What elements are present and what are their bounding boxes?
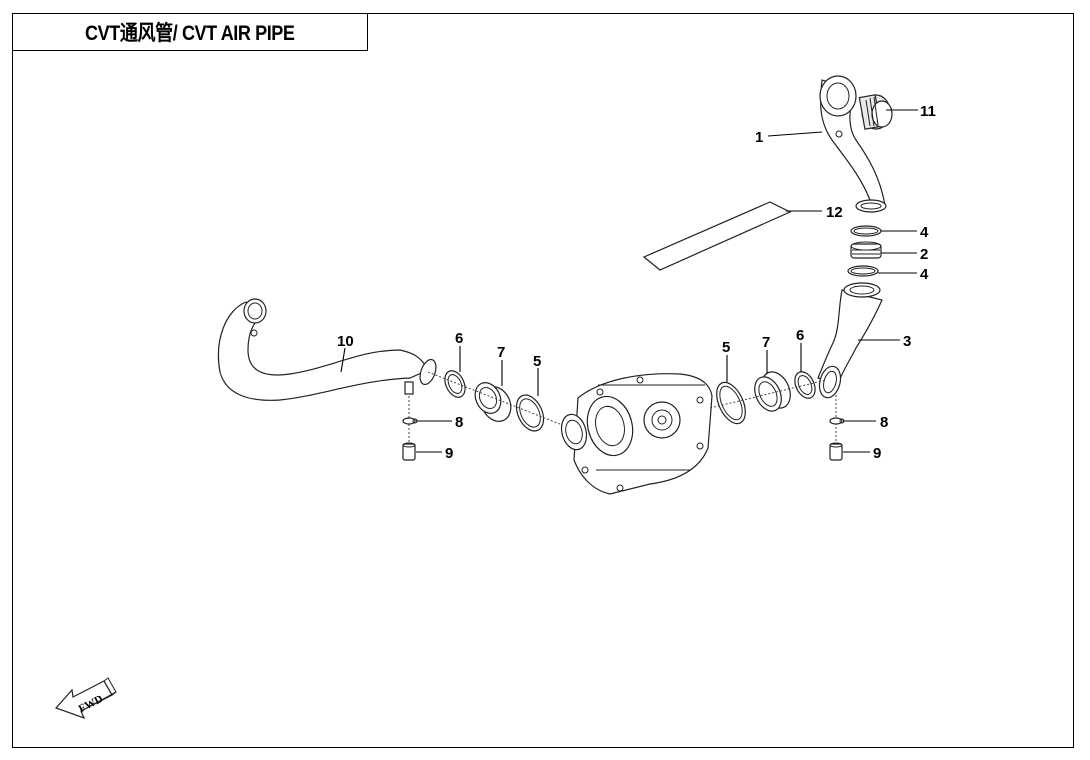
callout-1: 1 [755,129,763,146]
leader-lines [340,109,918,453]
callout-4-upper: 4 [920,224,929,241]
callout-8-right: 8 [880,414,888,431]
part-7-boot-left [474,382,512,422]
callout-12: 12 [826,204,843,221]
part-11-filter-cap [858,94,893,130]
callout-6-right: 6 [796,327,804,344]
title-box: CVT通风管/ CVT AIR PIPE [12,13,368,51]
callout-3: 3 [903,333,911,350]
callout-5-right: 5 [722,339,730,356]
callout-7-left: 7 [497,344,505,361]
callouts: 1 11 12 4 2 4 3 10 6 7 5 5 7 6 8 9 8 9 [337,103,936,462]
callout-4-lower: 4 [920,266,929,283]
part-6-clamp-left [444,370,466,398]
part-10-main-pipe [217,298,437,401]
part-8-clip-right [829,395,845,445]
fwd-arrow-icon: FWD [54,677,117,720]
callout-2: 2 [920,246,928,263]
callout-11: 11 [920,103,936,120]
cvt-housing [560,373,713,495]
part-3-lower-pipe [817,282,883,399]
part-9-plug-left [402,442,416,461]
part-4-clamp-lower [847,265,879,277]
callout-5-left: 5 [533,353,541,370]
part-1-upper-pipe [819,75,887,213]
part-9-plug-right [829,442,843,461]
callout-7-right: 7 [762,334,770,351]
part-7-boot-right [754,371,791,412]
part-2-coupler [850,241,882,259]
part-5-clamp-left [515,394,545,432]
callout-10: 10 [337,333,354,350]
callout-6-left: 6 [455,330,463,347]
page-title: CVT通风管/ CVT AIR PIPE [85,22,295,45]
part-4-clamp-upper [850,225,882,237]
diagram-frame [12,13,1074,748]
part-8-clip-left [402,396,418,445]
callout-8-left: 8 [455,414,463,431]
part-12-sticker [642,201,792,271]
callout-9-right: 9 [873,445,881,462]
callout-9-left: 9 [445,445,453,462]
